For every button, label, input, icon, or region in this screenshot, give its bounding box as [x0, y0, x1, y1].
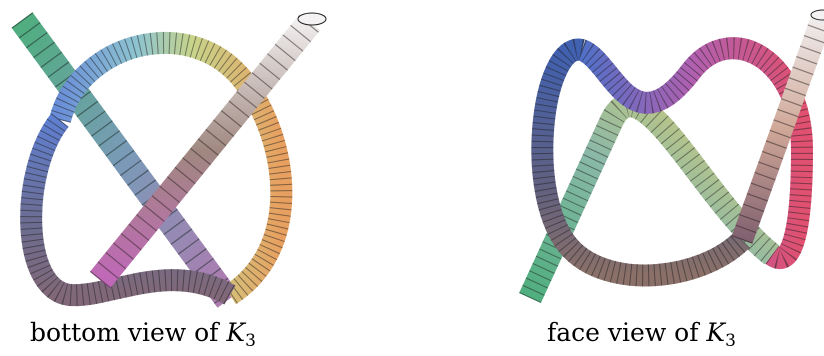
figure-face-view: face view of K3 [502, 0, 824, 356]
caption-face-view-subscript: 3 [725, 331, 736, 351]
caption-face-view-symbol: K [706, 318, 725, 347]
figure-bottom-view: bottom view of K3 [0, 0, 340, 356]
face-view-knot-tube [502, 0, 824, 318]
caption-bottom-view: bottom view of K3 [30, 318, 256, 351]
tube-end-cap [298, 13, 326, 25]
bottom-view-knot-tube [0, 0, 340, 318]
caption-bottom-view-subscript: 3 [245, 331, 256, 351]
caption-bottom-view-symbol: K [226, 318, 245, 347]
caption-bottom-view-text: bottom view of [30, 318, 226, 347]
caption-face-view: face view of K3 [547, 318, 736, 351]
caption-face-view-text: face view of [547, 318, 706, 347]
tube-loop-left [542, 50, 742, 276]
